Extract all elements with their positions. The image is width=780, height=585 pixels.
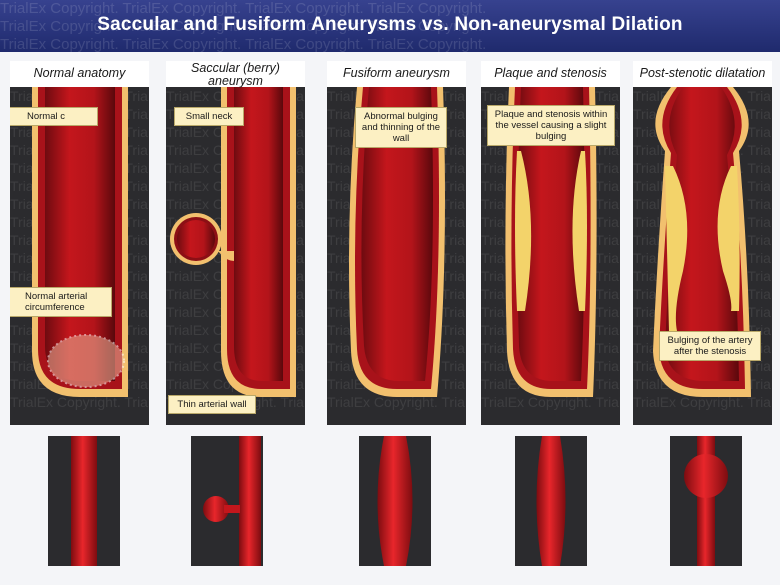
callout-plaque-stenosis: Plaque and stenosis within the vessel ca… [487,105,615,146]
panel-post-stenotic-dilatation: TrialEx Copyright. TrialEx Copyright. Tr… [633,61,772,425]
plaque-stenosis-illustration [505,87,597,397]
callout-small-neck: Small neck [174,107,244,126]
callout-normal-circumference: Normal arterial circumference [10,287,112,317]
thumbnail-saccular [191,436,263,566]
post-stenotic-illustration [653,87,751,397]
panel-saccular-aneurysm: TrialEx Copyright. TrialEx Copyright. Tr… [166,61,305,425]
panel-normal-anatomy: TrialEx Copyright. TrialEx Copyright. Tr… [10,61,149,425]
thumbnail-fusiform [359,436,431,566]
thumbnail-normal [48,436,120,566]
fusiform-aneurysm-illustration [349,87,445,397]
panel-fusiform-aneurysm: TrialEx Copyright. TrialEx Copyright. Tr… [327,61,466,425]
callout-post-stenotic-bulging: Bulging of the artery after the stenosis [659,331,761,361]
page-title: Saccular and Fusiform Aneurysms vs. Non-… [97,14,683,35]
panel-title: Fusiform aneurysm [327,61,466,87]
callout-thin-wall: Thin arterial wall [168,395,256,414]
callout-abnormal-bulging: Abnormal bulging and thinning of the wal… [355,107,447,148]
panel-title: Plaque and stenosis [481,61,620,87]
panel-title: Normal anatomy [10,61,149,87]
thumbnail-post-stenotic [670,436,742,566]
panel-title: Post-stenotic dilatation [633,61,772,87]
title-bar: TrialEx Copyright. TrialEx Copyright. Tr… [0,0,780,52]
panel-plaque-stenosis: TrialEx Copyright. TrialEx Copyright. Tr… [481,61,620,425]
panel-title: Saccular (berry) aneurysm [166,61,305,88]
header-watermark: TrialEx Copyright. TrialEx Copyright. Tr… [0,0,487,52]
saccular-aneurysm-illustration [170,87,296,397]
thumbnail-plaque [515,436,587,566]
callout-normal-c: Normal c [10,107,98,126]
